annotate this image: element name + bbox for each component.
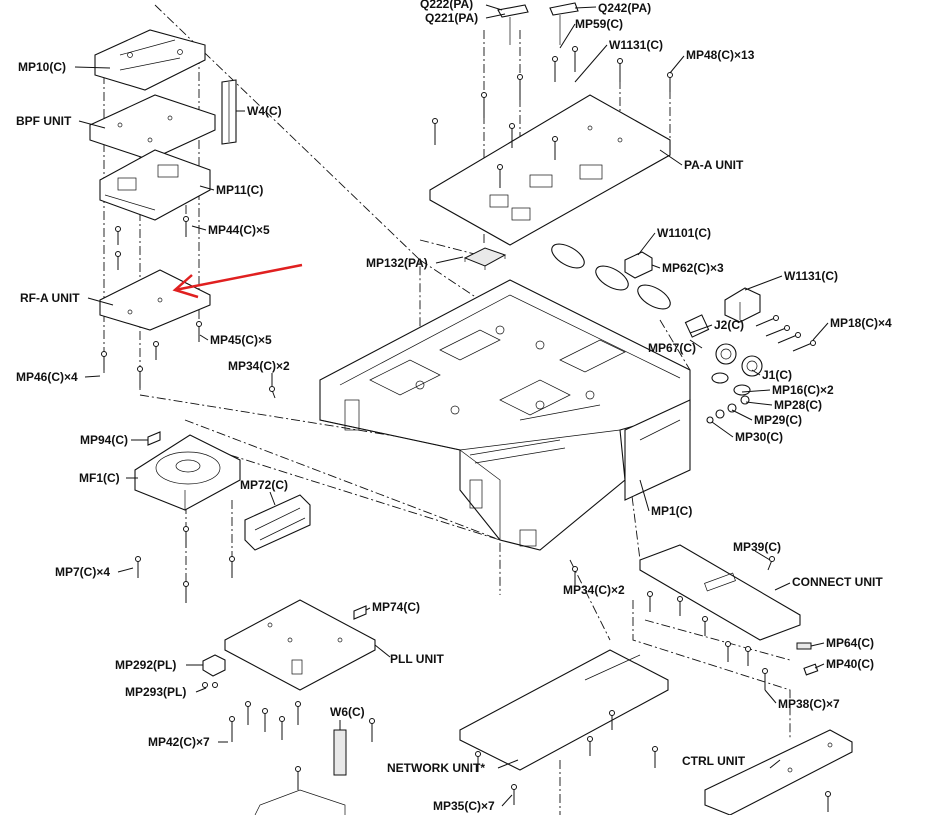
label-mp18: MP18(C)×4 bbox=[830, 316, 892, 330]
fan-screws bbox=[135, 526, 235, 603]
label-mp62: MP62(C)×3 bbox=[662, 261, 724, 275]
label-w1131-right: W1131(C) bbox=[784, 269, 838, 283]
pa-a-unit-board bbox=[429, 94, 671, 246]
label-q221: Q221(PA) bbox=[425, 11, 478, 25]
left-screws bbox=[101, 216, 202, 388]
label-mp64: MP64(C) bbox=[826, 636, 874, 650]
label-mp292: MP292(PL) bbox=[115, 658, 176, 672]
label-w4: W4(C) bbox=[247, 104, 282, 118]
label-w1101: W1101(C) bbox=[657, 226, 711, 240]
label-q222: Q222(PA) bbox=[420, 0, 473, 11]
label-w6: W6(C) bbox=[330, 705, 365, 719]
bottom-left-shield bbox=[254, 789, 346, 815]
mp18-screws bbox=[755, 315, 816, 352]
label-mp39: MP39(C) bbox=[733, 540, 781, 554]
label-mp46: MP46(C)×4 bbox=[16, 370, 78, 384]
mp74-pad bbox=[353, 605, 367, 620]
label-mp40: MP40(C) bbox=[826, 657, 874, 671]
label-mf1: MF1(C) bbox=[79, 471, 120, 485]
mp64-mp40-parts bbox=[796, 642, 819, 676]
mp132-pad bbox=[463, 247, 507, 270]
label-mp59: MP59(C) bbox=[575, 17, 623, 31]
w6-cable bbox=[333, 729, 347, 776]
label-mp44: MP44(C)×5 bbox=[208, 223, 270, 237]
ctrl-screws bbox=[825, 791, 831, 812]
label-connect-unit: CONNECT UNIT bbox=[792, 575, 883, 589]
label-mp11: MP11(C) bbox=[216, 183, 263, 197]
rf-a-unit-board bbox=[99, 269, 211, 331]
label-bpf-unit: BPF UNIT bbox=[16, 114, 72, 128]
mf1-fan bbox=[134, 434, 241, 511]
label-ctrl-unit: CTRL UNIT bbox=[682, 754, 746, 768]
label-j1: J1(C) bbox=[762, 368, 792, 382]
network-screws bbox=[475, 710, 658, 805]
label-mp28: MP28(C) bbox=[774, 398, 822, 412]
label-rf-a-unit: RF-A UNIT bbox=[20, 291, 80, 305]
pa-transistors bbox=[497, 2, 579, 45]
mp292-part bbox=[202, 654, 226, 688]
label-mp34-lower: MP34(C)×2 bbox=[563, 583, 625, 597]
w4-cable bbox=[221, 79, 237, 145]
connect-unit-board bbox=[639, 544, 801, 641]
mp72-bracket bbox=[244, 494, 311, 551]
pll-screws bbox=[229, 701, 375, 790]
bpf-unit-board bbox=[89, 94, 216, 161]
pa-screws bbox=[432, 46, 673, 188]
label-q242: Q242(PA) bbox=[598, 1, 651, 15]
label-mp1: MP1(C) bbox=[651, 504, 692, 518]
label-mp38: MP38(C)×7 bbox=[778, 697, 840, 711]
label-pa-a-unit: PA-A UNIT bbox=[684, 158, 744, 172]
label-mp45: MP45(C)×5 bbox=[210, 333, 272, 347]
leader-lines bbox=[74, 4, 829, 807]
ctrl-unit-board bbox=[704, 729, 853, 815]
label-pll-unit: PLL UNIT bbox=[390, 652, 444, 666]
label-mp132: MP132(PA) bbox=[366, 256, 428, 270]
label-mp7: MP7(C)×4 bbox=[55, 565, 110, 579]
mp10-bracket bbox=[94, 29, 206, 91]
label-mp34-upper: MP34(C)×2 bbox=[228, 359, 290, 373]
label-mp42: MP42(C)×7 bbox=[148, 735, 210, 749]
j-connectors bbox=[684, 314, 763, 424]
label-mp293: MP293(PL) bbox=[125, 685, 186, 699]
label-mp72: MP72(C) bbox=[240, 478, 288, 492]
gaskets bbox=[551, 243, 671, 310]
label-mp35: MP35(C)×7 bbox=[433, 799, 495, 813]
label-mp16: MP16(C)×2 bbox=[772, 383, 834, 397]
mp11-shield bbox=[99, 149, 211, 221]
mp1-side-panel bbox=[624, 399, 691, 501]
w1131-connector bbox=[724, 287, 761, 323]
network-unit-board bbox=[459, 649, 669, 771]
highlight-arrow-icon bbox=[172, 263, 303, 299]
connect-screws bbox=[647, 556, 775, 690]
label-mp48: MP48(C)×13 bbox=[686, 48, 755, 62]
label-j2: J2(C) bbox=[714, 318, 744, 332]
mp94-clip bbox=[147, 431, 161, 446]
main-chassis bbox=[319, 279, 691, 551]
label-mp10: MP10(C) bbox=[18, 60, 66, 74]
part-labels: Q222(PA) Q221(PA) Q242(PA) MP59(C) W1131… bbox=[16, 0, 892, 813]
label-mp74: MP74(C) bbox=[372, 600, 420, 614]
label-mp29: MP29(C) bbox=[754, 413, 802, 427]
label-mp30: MP30(C) bbox=[735, 430, 783, 444]
w1101-connector bbox=[624, 251, 653, 279]
label-network-unit: NETWORK UNIT* bbox=[387, 761, 485, 775]
label-w1131-top: W1131(C) bbox=[609, 38, 663, 52]
label-mp67: MP67(C) bbox=[648, 341, 696, 355]
mp34-screws bbox=[269, 386, 578, 580]
pll-unit-board bbox=[224, 599, 376, 691]
label-mp94: MP94(C) bbox=[80, 433, 128, 447]
